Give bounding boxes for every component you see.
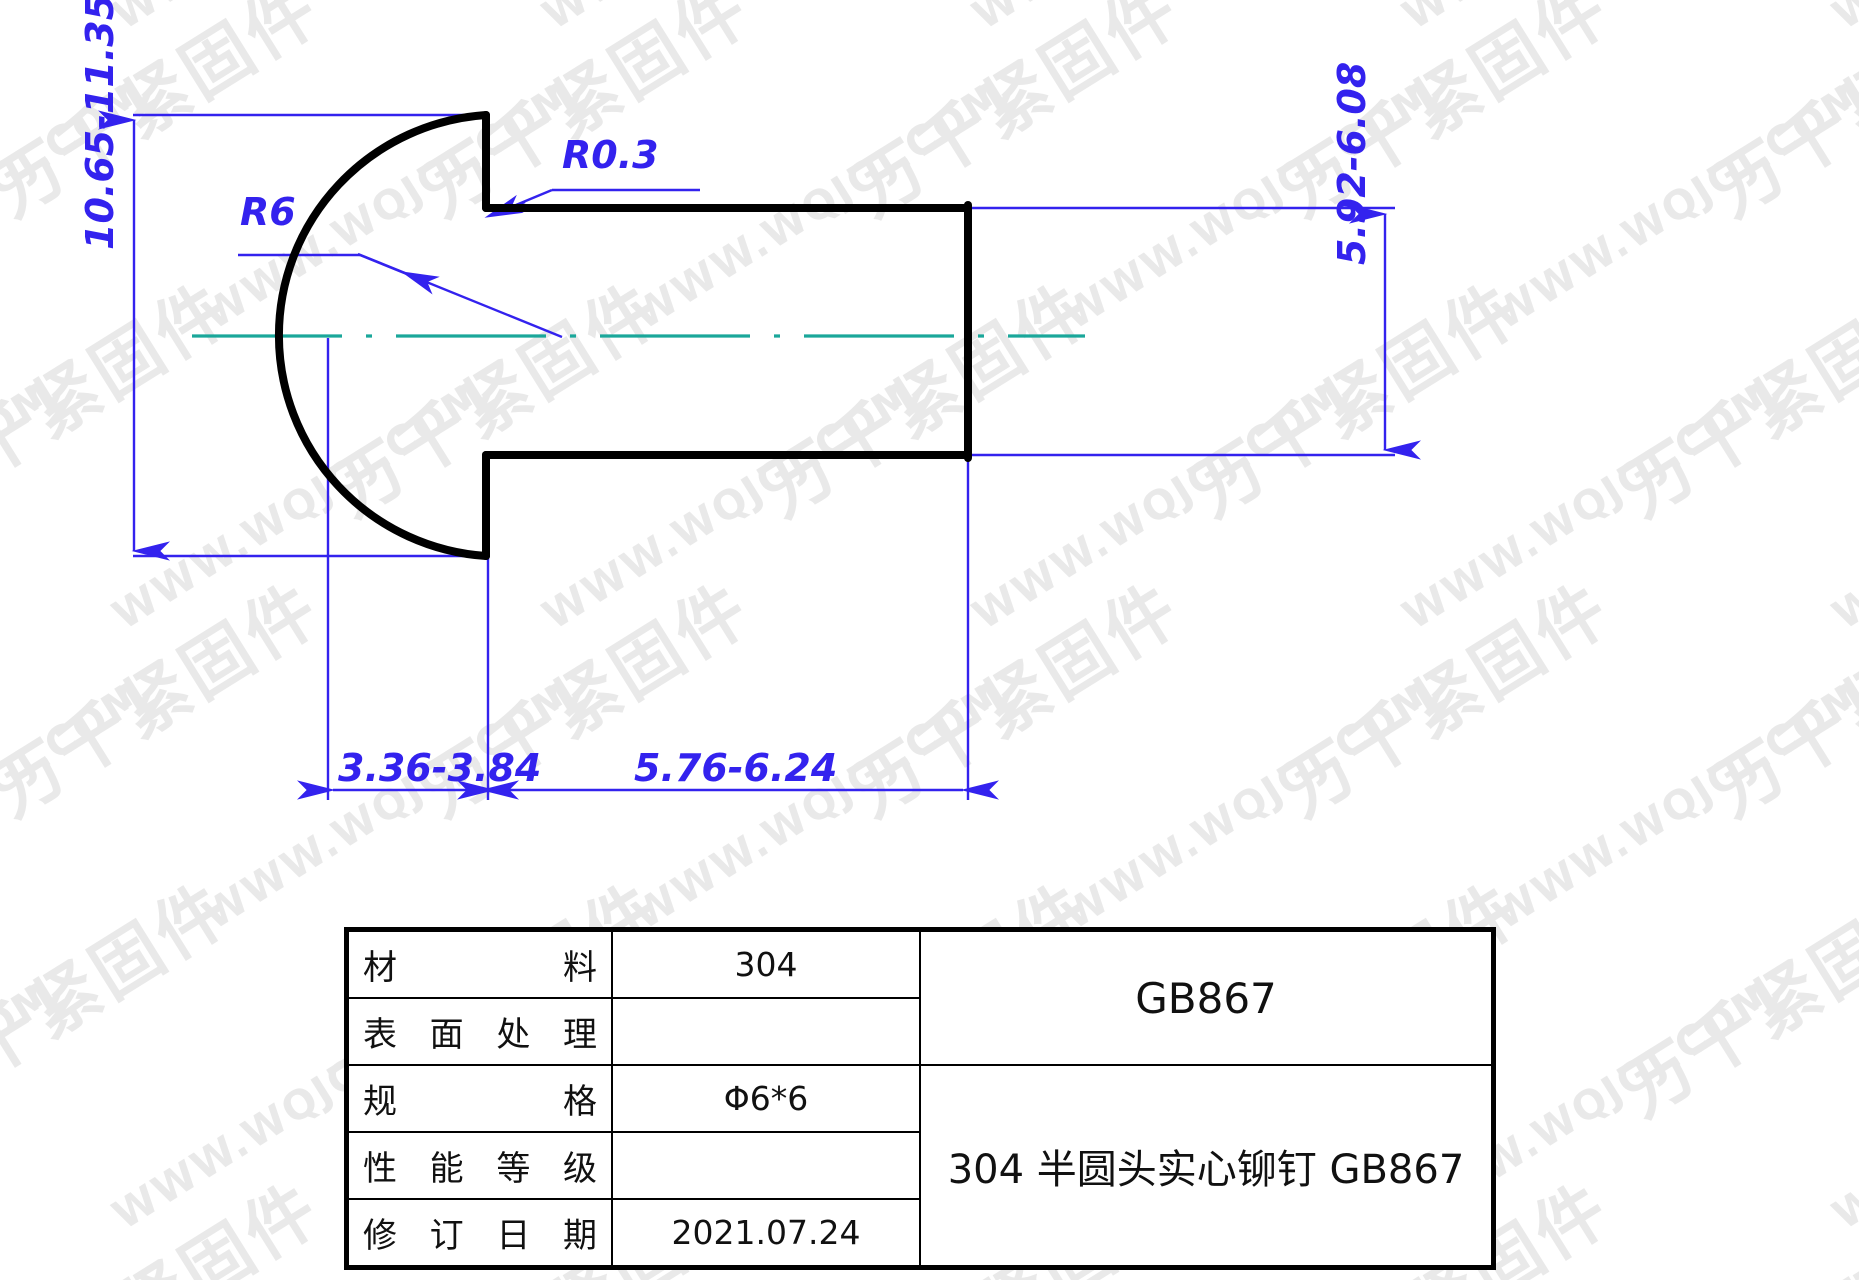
label-char: 级 [562, 1149, 597, 1189]
title-block-label: 修订日期 [349, 1208, 611, 1257]
table-row: 表面处理 [347, 997, 1492, 1066]
label-char: 处 [496, 1015, 531, 1055]
title-block-value [611, 997, 921, 1066]
label-char: 性 [363, 1149, 397, 1189]
title-block-label-cell: 材料 [347, 930, 613, 999]
label-char: 料 [563, 948, 597, 988]
title-block-product-name: 304 半圆头实心铆钉 GB867 [919, 1064, 1493, 1267]
dim-shank-diameter: 5.92-6.08 [1330, 61, 1374, 265]
dimension-lines [98, 110, 1421, 800]
label-char: 日 [496, 1216, 531, 1256]
title-block-value: 2021.07.24 [611, 1198, 921, 1267]
title-block-label-cell: 规格 [347, 1064, 613, 1133]
title-block-label: 表面处理 [349, 1007, 611, 1056]
title-block-label-cell: 性能等级 [347, 1131, 613, 1200]
dim-head-diameter: 10.65-11.35 [78, 0, 122, 250]
title-block-label: 材料 [349, 940, 611, 989]
rivet-outline [274, 111, 972, 560]
title-block-label: 规格 [349, 1074, 611, 1123]
title-block-value: Φ6*6 [611, 1064, 921, 1133]
title-block-standard: GB867 [919, 930, 1493, 1066]
label-char: 规 [363, 1082, 397, 1122]
title-block-label-cell: 修订日期 [347, 1198, 613, 1267]
label-char: 面 [429, 1015, 464, 1055]
label-head-radius: R6 [240, 190, 296, 234]
dim-head-height: 3.36-3.84 [338, 746, 542, 790]
label-char: 理 [562, 1015, 597, 1055]
title-block-value [611, 1131, 921, 1200]
label-char: 期 [562, 1216, 597, 1256]
standard-text: GB867 [1135, 973, 1277, 1023]
title-block-value: 304 [611, 930, 921, 999]
label-char: 订 [429, 1216, 464, 1256]
dim-shank-length: 5.76-6.24 [634, 746, 838, 790]
title-block-label: 性能等级 [349, 1141, 611, 1190]
label-fillet-radius: R0.3 [562, 133, 659, 177]
label-char: 等 [496, 1149, 531, 1189]
table-row: 性能等级 [347, 1131, 1492, 1200]
label-char: 能 [429, 1149, 464, 1189]
label-char: 表 [363, 1015, 397, 1055]
label-char: 材 [363, 948, 397, 988]
label-char: 格 [563, 1082, 597, 1122]
label-char: 修 [363, 1216, 397, 1256]
title-block-label-cell: 表面处理 [347, 997, 613, 1066]
product-name-text: 304 半圆头实心铆钉 GB867 [947, 1146, 1465, 1193]
